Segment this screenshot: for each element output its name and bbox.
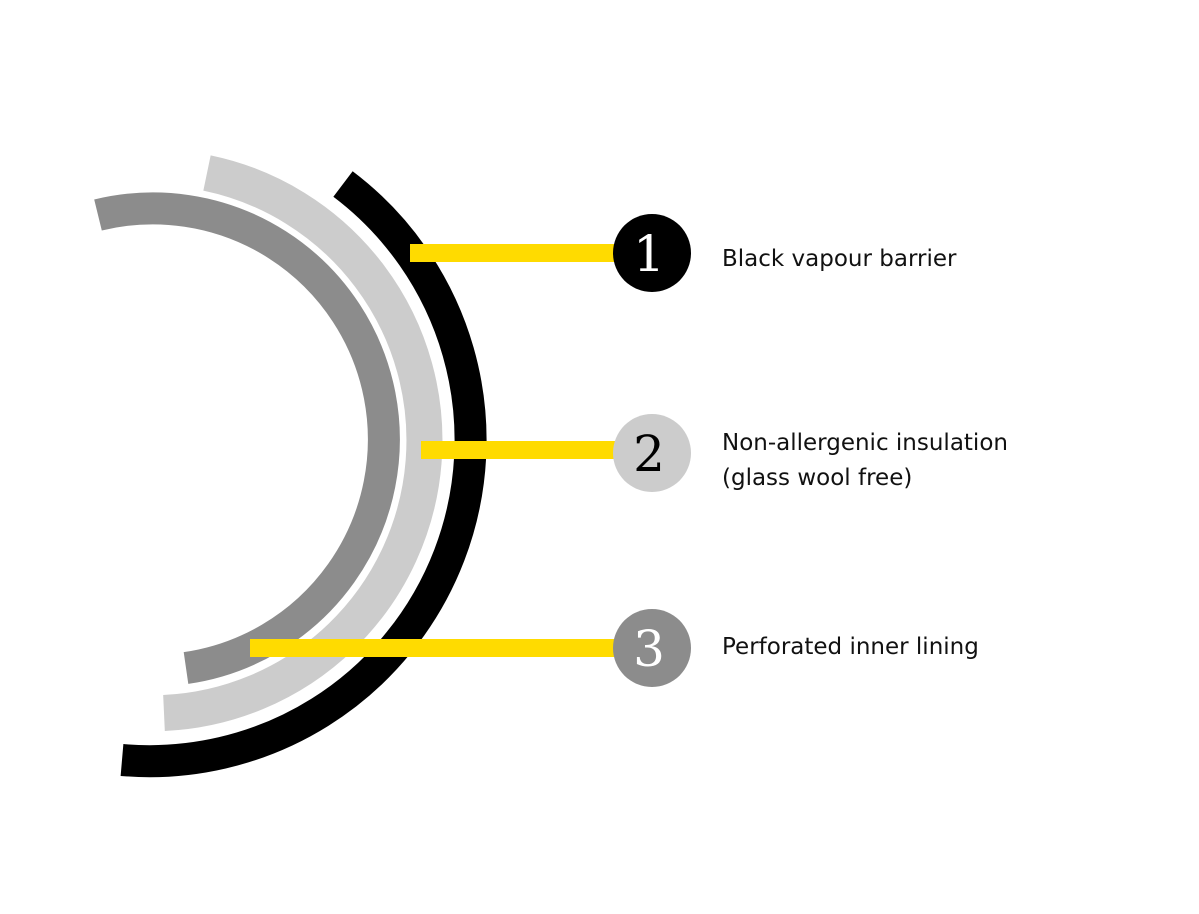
marker-2	[613, 414, 691, 492]
marker-1-number: 1	[633, 225, 665, 283]
leader-line-2	[421, 441, 625, 459]
leader-line-1	[410, 244, 625, 262]
vapour-barrier-arc	[120, 171, 487, 778]
leader-line-3	[250, 639, 625, 657]
marker-3-number: 3	[633, 620, 665, 678]
label-inner-lining: Perforated inner lining	[722, 634, 979, 660]
marker-1	[613, 214, 691, 292]
marker-2-number: 2	[633, 425, 665, 483]
inner-lining-arc	[94, 192, 400, 684]
label-insulation-note: (glass wool free)	[722, 465, 913, 491]
marker-3	[613, 609, 691, 687]
label-insulation: Non-allergenic insulation	[722, 430, 1008, 456]
insulation-arc	[163, 155, 443, 731]
label-vapour-barrier: Black vapour barrier	[722, 246, 957, 272]
